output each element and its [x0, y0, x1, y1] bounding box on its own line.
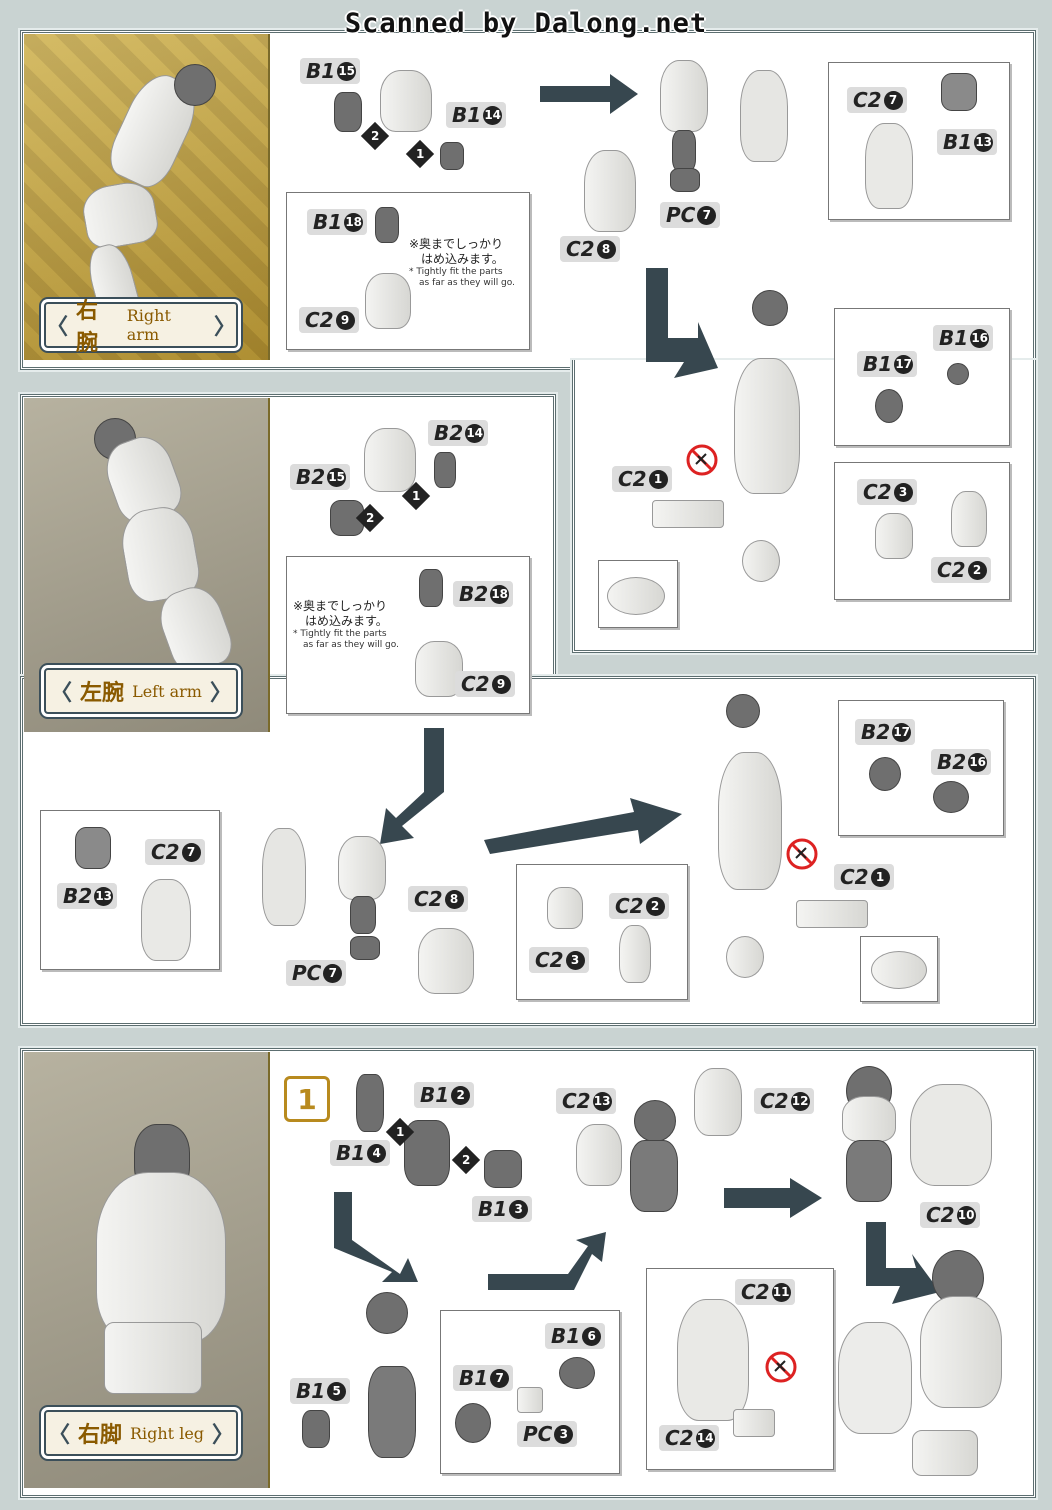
- flow-arrow-down: [866, 1222, 940, 1304]
- warning-no-cut-icon: [765, 1351, 797, 1383]
- right-arm-label-en: Right arm: [126, 306, 171, 344]
- left-arm-label-jp: 左腕: [80, 680, 125, 706]
- right-leg-label-en: Right leg: [129, 1423, 205, 1443]
- flow-arrow-up-right: [484, 798, 682, 854]
- flow-arrow-down-right: [334, 1192, 418, 1282]
- scanner-credit: Scanned by Dalong.net: [344, 8, 708, 39]
- flow-arrow-up-right: [488, 1232, 606, 1290]
- warning-no-cut-icon: [786, 838, 818, 870]
- left-arm-zoom-box: [860, 936, 938, 1002]
- flow-arrow-down-left: [380, 728, 444, 844]
- fit-note: ※奥までしっかり はめ込みます。 * Tightly fit the parts…: [293, 599, 399, 651]
- left-arm-fit-box: ※奥までしっかり はめ込みます。 * Tightly fit the parts…: [286, 556, 530, 714]
- right-arm-label: 〈 右腕 Right arm 〉: [44, 298, 238, 356]
- warning-no-cut-icon: [686, 444, 718, 476]
- step-number-badge: 1: [284, 1076, 330, 1122]
- right-leg-label: 〈 右脚 Right leg 〉: [44, 1410, 238, 1456]
- left-arm-label-en: Left arm: [132, 681, 202, 701]
- flow-arrow-right: [724, 1178, 822, 1218]
- right-arm-label-jp: 右腕: [76, 298, 99, 356]
- fit-note: ※奥までしっかり はめ込みます。 * Tightly fit the parts…: [409, 237, 515, 289]
- right-arm-zoom-box: [598, 560, 678, 628]
- right-leg-label-jp: 右脚: [77, 1422, 122, 1448]
- left-arm-label: 〈 左腕 Left arm 〉: [44, 668, 238, 714]
- flow-arrow-down: [646, 268, 718, 378]
- flow-arrow-right: [540, 74, 638, 114]
